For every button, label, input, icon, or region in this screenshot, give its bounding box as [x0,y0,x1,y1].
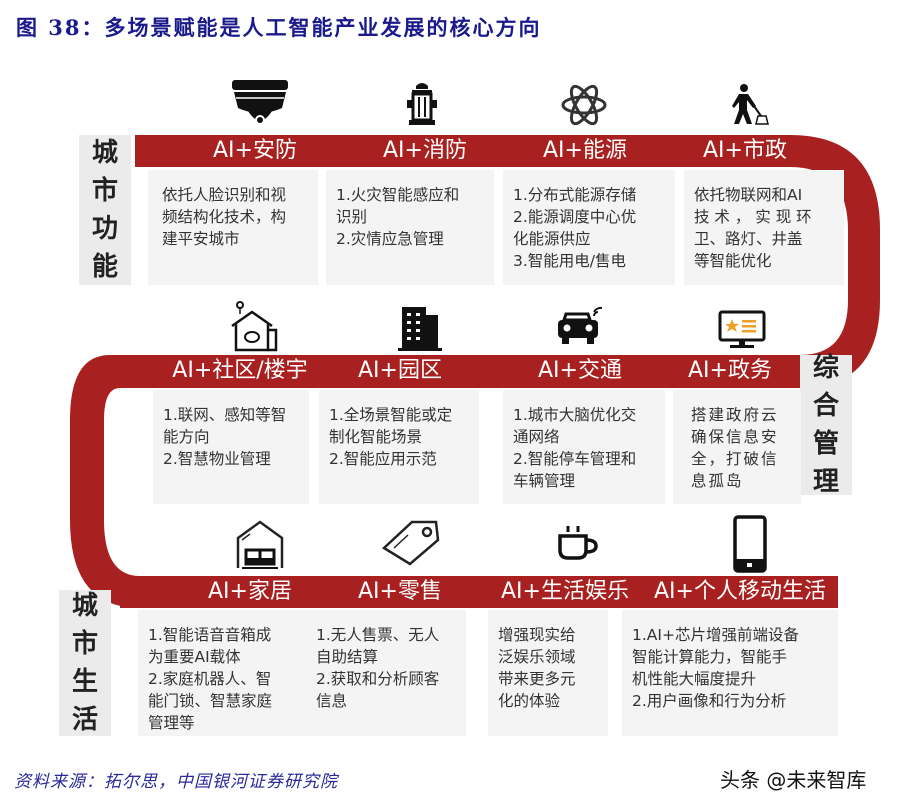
side-label-city-function: 城 市 功 能 [79,135,131,285]
figure-title: 图 38：多场景赋能是人工智能产业发展的核心方向 [16,15,542,40]
band-label-park: AI+园区 [358,358,442,383]
fire-hydrant-icon [407,83,437,125]
card-entertainment: 增强现实给 泛娱乐领域 带来更多元 化的体验 [488,610,608,736]
card-municipal: 依托物联网和AI 技 术 ， 实 现 环 卫、路灯、井盖 等智能优化 [684,170,844,285]
band-label-community: AI+社区/楼宇 [172,358,308,383]
street-sweeper-icon [732,84,769,125]
card-transport: 1.城市大脑优化交 通网络 2.智能停车管理和 车辆管理 [503,390,665,504]
card-mobile-life: 1.AI+芯片增强前端设备 智能计算能力，智能手 机性能大幅度提升 2.用户画像… [622,610,838,736]
band-label-energy: AI+能源 [543,138,627,163]
card-fire: 1.火灾智能感应和 识别 2.灾情应急管理 [326,170,494,285]
smart-home-icon [236,520,284,569]
atom-icon [561,84,607,126]
card-retail: 1.无人售票、无人 自助结算 2.获取和分析顾客 信息 [306,610,466,736]
security-camera-icon [232,80,288,125]
smartphone-icon [733,515,767,573]
band-label-municipal: AI+市政 [703,138,787,163]
band-label-government: AI+政务 [688,358,772,383]
community-house-icon [231,301,278,352]
band-label-mobile-life: AI+个人移动生活 [654,579,826,604]
card-park: 1.全场景智能或定 制化智能场景 2.智能应用示范 [319,390,479,504]
card-security: 依托人脸识别和视 频结构化技术，构 建平安城市 [148,170,318,285]
band-label-transport: AI+交通 [538,358,622,383]
connected-car-icon [558,306,603,344]
source-note: 资料来源：拓尔思，中国银河证券研究院 [14,772,338,792]
card-government: 搭建政府云 确保信息安 全，打破信 息孤岛 [673,390,801,504]
band-label-retail: AI+零售 [358,579,442,604]
government-monitor-icon [718,310,766,348]
side-label-city-life: 城 市 生 活 [59,590,111,736]
band-label-entertainment: AI+生活娱乐 [501,579,629,604]
office-building-icon [398,307,442,351]
coffee-cup-icon [558,526,598,560]
band-label-fire: AI+消防 [383,138,467,163]
price-tag-icon [381,520,440,566]
band-label-security: AI+安防 [213,138,297,163]
band-label-home: AI+家居 [208,579,292,604]
side-label-integrated-management: 综 合 管 理 [800,353,852,497]
card-community: 1.联网、感知等智 能方向 2.智慧物业管理 [153,390,309,504]
watermark: 头条 @未来智库 [720,768,867,792]
card-energy: 1.分布式能源存储 2.能源调度中心优 化能源供应 3.智能用电/售电 [503,170,675,285]
card-home: 1.智能语音音箱成 为重要AI载体 2.家庭机器人、智 能门锁、智慧家庭 管理等 [138,610,306,736]
